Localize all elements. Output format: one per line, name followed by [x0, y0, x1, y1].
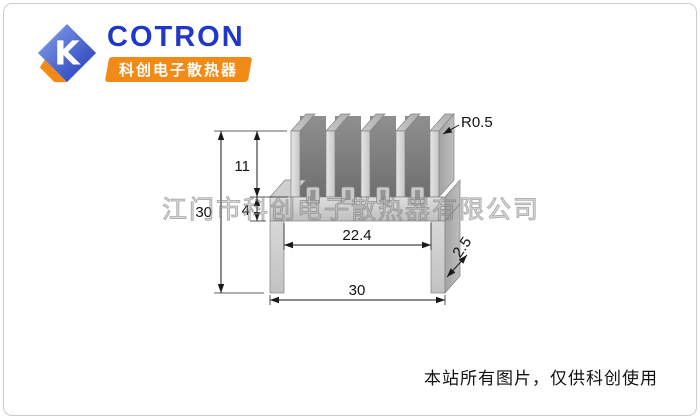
logo-orange-swoosh	[39, 59, 67, 83]
fin-front-face	[395, 130, 406, 198]
dimline-leg-thickness	[446, 254, 468, 278]
right-leg	[430, 220, 446, 294]
dim-overall-width-label: 30	[349, 282, 366, 299]
fin	[429, 113, 455, 198]
dim-corner-radius-label: R0.5	[461, 114, 493, 131]
cotron-logo-icon: K	[37, 23, 97, 83]
dim-base-thickness-label: 4	[242, 202, 250, 219]
notch-slot	[310, 190, 316, 200]
dim-inner-width-label: 22.4	[342, 227, 371, 244]
fin-gap	[300, 116, 326, 197]
dim-overall-height-label: 30	[195, 204, 212, 221]
logo-k-letter: K	[54, 34, 81, 73]
fin-gap	[405, 116, 430, 197]
fin-gaps	[300, 116, 430, 197]
fin-front-face	[325, 130, 336, 198]
notch	[376, 186, 390, 205]
fin-gap	[335, 116, 361, 197]
fin	[325, 113, 351, 198]
notch	[410, 186, 425, 205]
dim-fin-height-label: 11	[234, 158, 250, 175]
heatsink-body	[269, 113, 461, 294]
brand-name: COTRON	[107, 21, 245, 53]
fin-gap	[370, 116, 396, 197]
leader-corner-radius	[442, 124, 460, 135]
fins	[290, 113, 455, 198]
logo: K COTRON 科创电子散热器	[36, 21, 253, 84]
notch-slot	[380, 190, 386, 200]
left-leg	[269, 220, 285, 294]
logo-text: COTRON 科创电子散热器	[104, 21, 253, 83]
notch	[306, 186, 320, 205]
base-notches	[306, 186, 425, 205]
fin-front-face	[290, 130, 301, 198]
notch-slot	[415, 190, 420, 200]
notch-slot	[345, 190, 351, 200]
dimension-lines	[217, 124, 468, 304]
notch	[341, 186, 355, 205]
footer-note: 本站所有图片，仅供科创使用	[424, 369, 658, 388]
fin	[395, 113, 421, 198]
fin-front-face	[360, 130, 371, 198]
fin-front-face	[429, 130, 440, 198]
fin-side-face	[438, 113, 455, 198]
